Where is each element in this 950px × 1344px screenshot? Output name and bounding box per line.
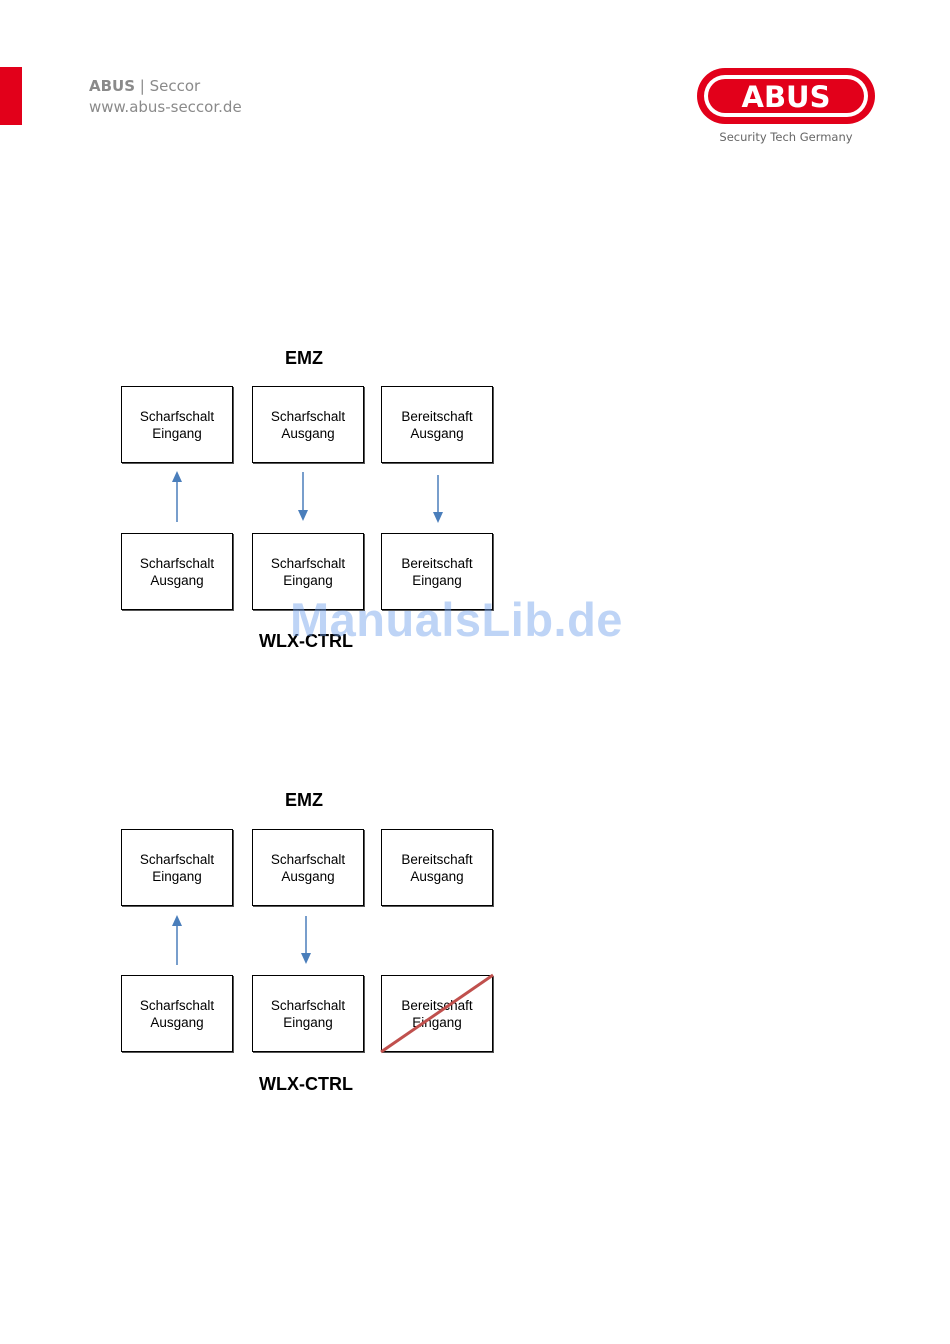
box-line: Ausgang	[410, 868, 464, 884]
box-line: Scharfschalt	[139, 555, 215, 571]
box-line: Bereitschaft	[401, 555, 473, 571]
box-line: Bereitschaft	[401, 408, 473, 424]
box-line: Ausgang	[150, 572, 204, 588]
brand-url[interactable]: www.abus-seccor.de	[89, 98, 242, 116]
box-line: Eingang	[412, 1014, 462, 1030]
box-line: Ausgang	[281, 425, 335, 441]
box-line: Ausgang	[150, 1014, 204, 1030]
arrow-down-head	[298, 510, 308, 521]
arrow-down-head	[301, 953, 311, 964]
brand-block: ABUS | Seccor www.abus-seccor.de	[89, 76, 242, 118]
box-line: Scharfschalt	[270, 851, 346, 867]
logo-tagline: Security Tech Germany	[719, 130, 852, 144]
strike-line	[380, 973, 494, 1054]
brand-separator: |	[135, 77, 150, 95]
emz-label: EMZ	[285, 348, 323, 368]
box-line: Scharfschalt	[270, 997, 346, 1013]
arrow-up-head	[172, 471, 182, 482]
brand-bold: ABUS	[89, 77, 136, 95]
box-line: Scharfschalt	[139, 997, 215, 1013]
arrow-down-head	[433, 512, 443, 523]
box-line: Ausgang	[410, 425, 464, 441]
accent-bar	[0, 67, 22, 125]
box-line: Scharfschalt	[139, 851, 215, 867]
box-line: Scharfschalt	[270, 408, 346, 424]
box-line: Eingang	[283, 572, 333, 588]
wlx-ctrl-label: WLX-CTRL	[259, 631, 353, 651]
box-line: Eingang	[152, 425, 202, 441]
box-line: Scharfschalt	[139, 408, 215, 424]
emz-label: EMZ	[285, 790, 323, 810]
watermark-text: ManualsLib.de	[290, 593, 623, 646]
box-line: Eingang	[412, 572, 462, 588]
logo-text: ABUS	[742, 80, 831, 114]
box-line: Eingang	[152, 868, 202, 884]
wlx-ctrl-label: WLX-CTRL	[259, 1074, 353, 1094]
arrow-up-head	[172, 915, 182, 926]
brand-name: Seccor	[149, 77, 201, 95]
box-line: Ausgang	[281, 868, 335, 884]
brand-line: ABUS | Seccor	[89, 76, 242, 97]
abus-logo: ABUS Security Tech Germany	[697, 68, 875, 144]
box-line: Eingang	[283, 1014, 333, 1030]
box-line: Scharfschalt	[270, 555, 346, 571]
box-line: Bereitschaft	[401, 851, 473, 867]
